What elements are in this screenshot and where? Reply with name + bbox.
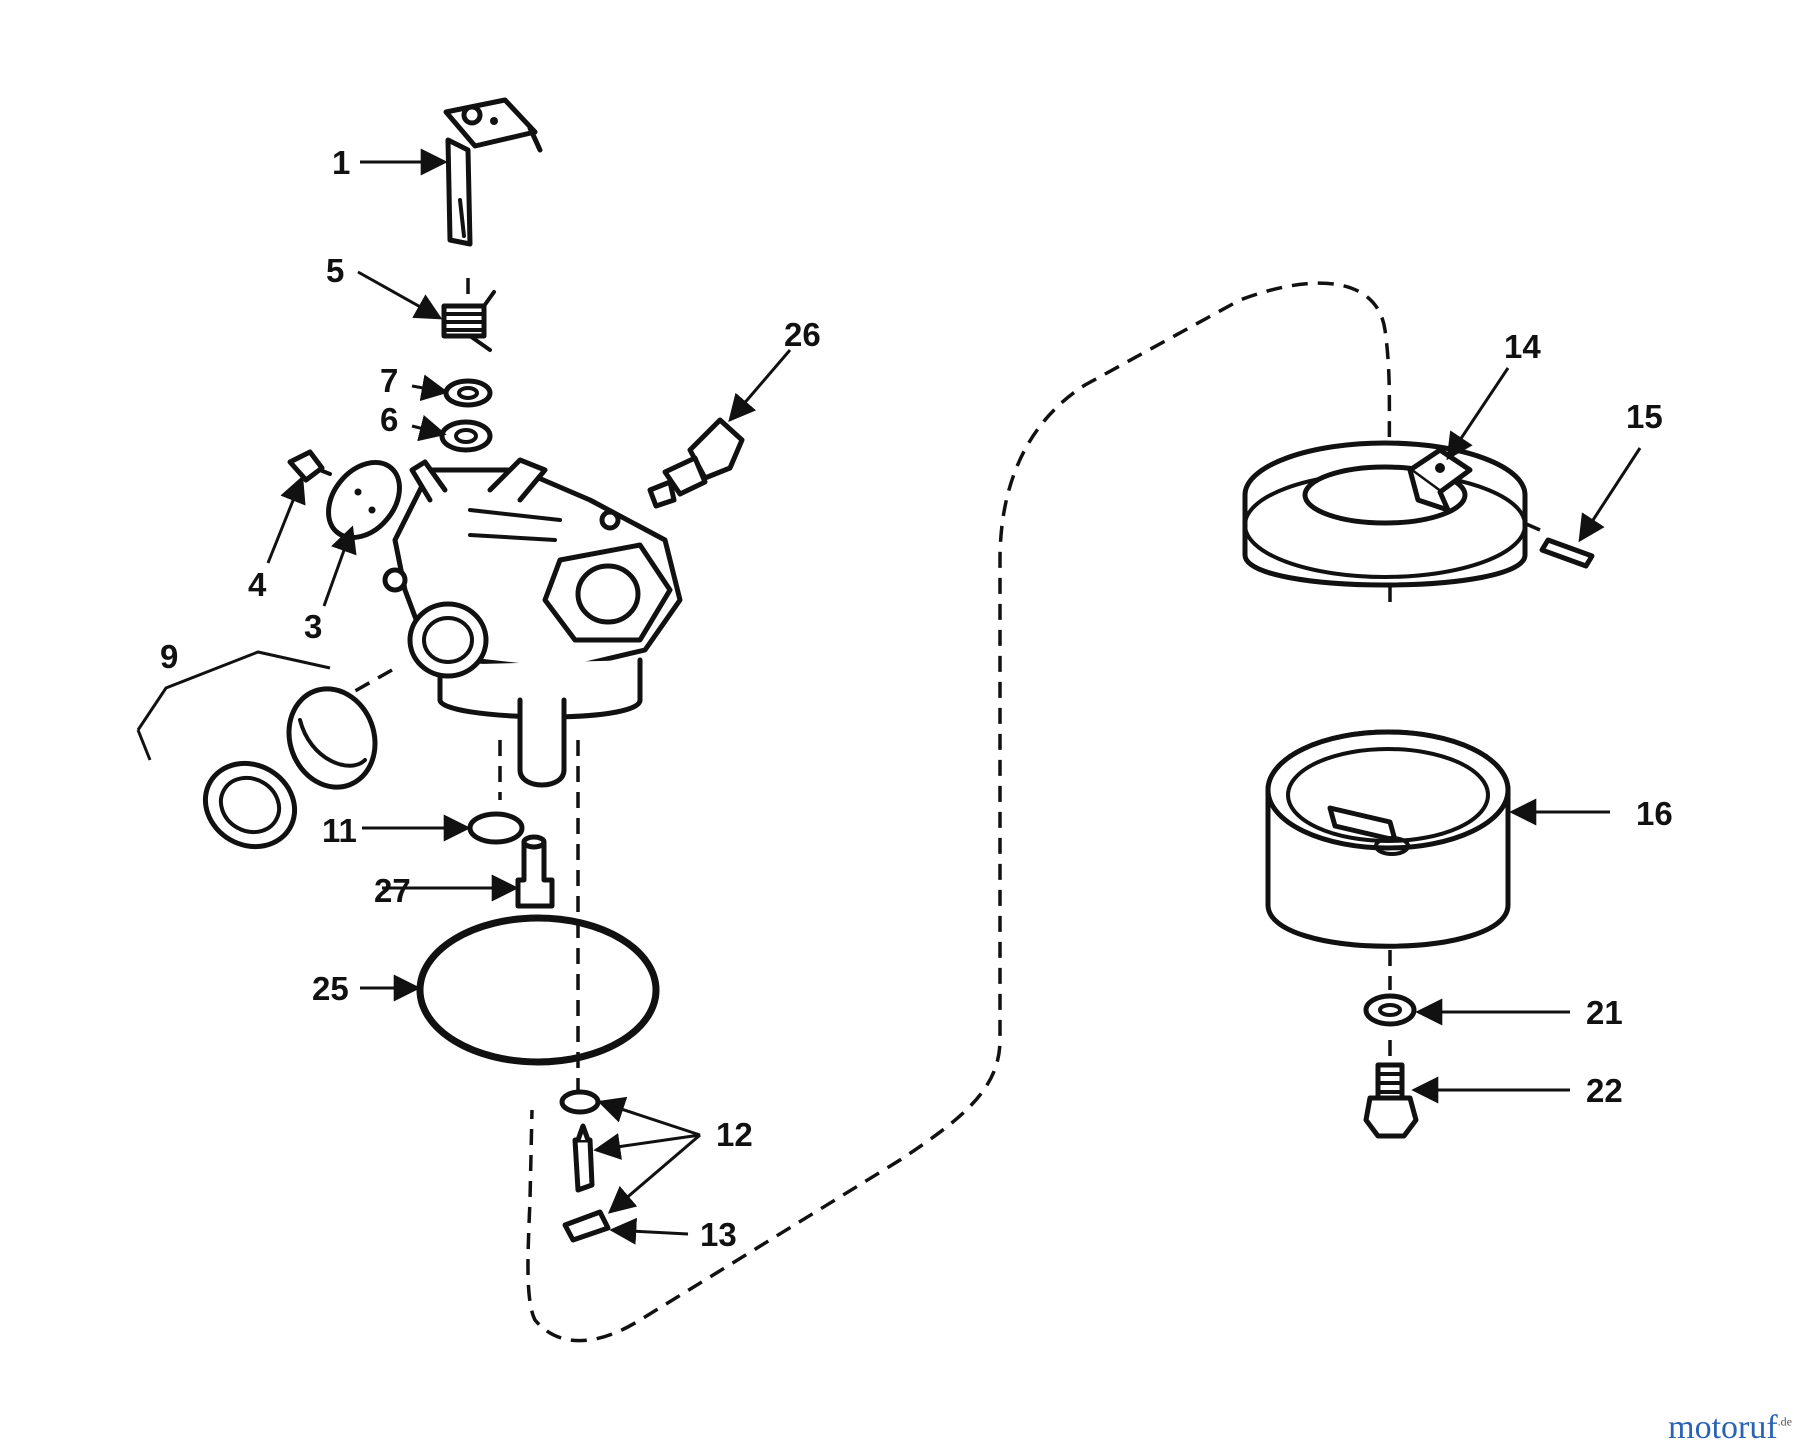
clip-part-13 [562,1209,611,1243]
callout-7: 7 [380,362,398,399]
leader-arrows [266,148,1642,1245]
callout-6: 6 [380,401,398,438]
callout-15: 15 [1626,398,1663,435]
needle-valve-part [559,1089,601,1193]
callout-11: 11 [322,812,357,849]
bowl-nut-part [1363,1062,1419,1139]
callout-5: 5 [326,252,344,289]
callout-3: 3 [304,608,322,645]
washer-part-6 [439,419,493,453]
float-bowl-part [1265,729,1511,949]
spring-part [441,290,496,352]
primer-assembly-part [136,650,378,850]
o-ring-part [416,914,660,1066]
screw-part-4 [287,449,332,483]
callout-26: 26 [784,316,821,353]
throttle-lever-part [443,97,543,247]
washer-part-21 [1363,993,1417,1027]
watermark-tld: .de [1777,1414,1792,1429]
callout-22: 22 [1586,1072,1623,1109]
callout-25: 25 [312,970,349,1007]
callout-12: 12 [716,1116,753,1153]
pin-part-15 [1539,537,1595,569]
watermark-brand: motoruf [1668,1409,1778,1446]
seat-part-11 [467,811,525,845]
callout-14: 14 [1504,328,1541,365]
callout-16: 16 [1636,795,1673,832]
callout-9: 9 [160,638,178,675]
callout-27: 27 [374,872,411,909]
solenoid-part [647,417,745,509]
callout-21: 21 [1586,994,1623,1031]
callout-4: 4 [248,566,267,603]
watermark-logo: motoruf.de [1668,1409,1792,1447]
carburetor-body-part [382,457,683,788]
washer-part-7 [443,378,493,408]
nozzle-part-27 [515,834,555,909]
callout-1: 1 [332,144,350,181]
float-part [1242,440,1528,588]
callout-13: 13 [700,1216,737,1253]
